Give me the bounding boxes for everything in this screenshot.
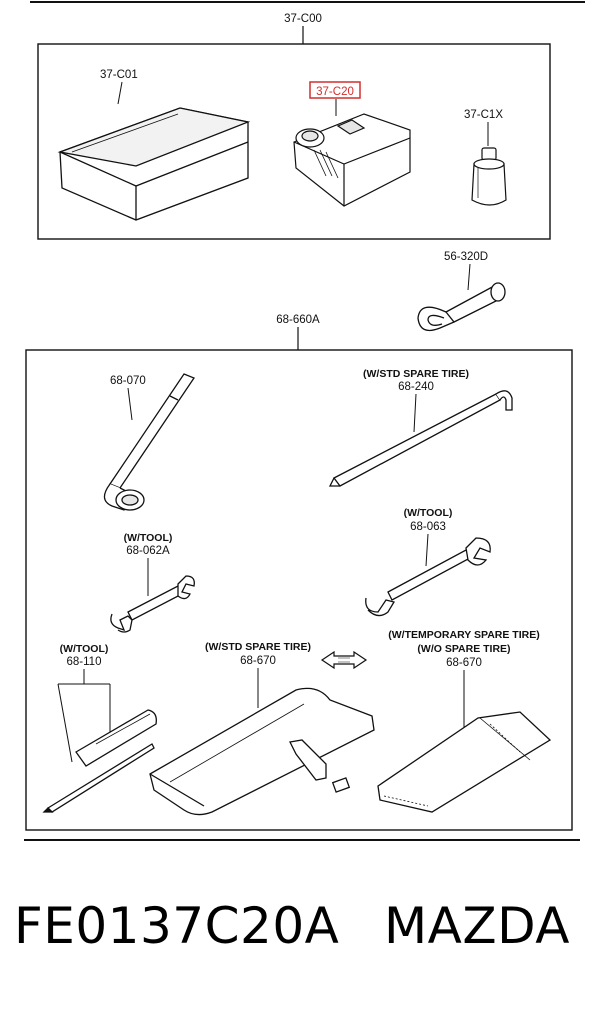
storage-box [57,107,251,221]
lug-wrench-leader [127,387,133,421]
lug-wrench [103,373,195,511]
hook-leader [467,263,471,291]
towing-hook [417,282,506,332]
kit-frame [37,43,551,240]
wrench-large-leader [425,533,429,567]
jack-handle-leader [413,393,417,433]
tool-bag-standard [149,687,375,816]
hook-label: 56-320D [444,251,488,263]
repair-kit-highlight-box [309,81,361,99]
box-leader [117,81,123,105]
bag-std-label: 68-670 [240,655,276,667]
jack-handle [328,390,513,487]
screwdriver [42,709,157,813]
wrench-small-note: (W/TOOL) [124,532,173,544]
bag-temp-note-2: (W/O SPARE TIRE) [417,643,510,655]
sealant-bottle [471,147,507,206]
large-wrench [365,537,491,617]
screwdriver-label: 68-110 [67,656,102,668]
wrench-large-label: 68-063 [410,521,446,533]
screwdriver-note: (W/TOOL) [60,643,109,655]
bag-temp-note-1: (W/TEMPORARY SPARE TIRE) [388,629,539,641]
box-label: 37-C01 [100,69,138,81]
part-number: FE0137C20A [14,897,340,955]
tool-bag-temporary [377,711,552,813]
bag-std-note: (W/STD SPARE TIRE) [205,641,311,653]
tool-set-label: 68-660A [276,314,320,326]
repair-kit [293,113,411,207]
jack-handle-note: (W/STD SPARE TIRE) [363,368,469,380]
wrench-small-label: 68-062A [126,545,170,557]
kit-label: 37-C00 [284,13,322,25]
interchange-arrow-icon [320,650,368,670]
lug-wrench-label: 68-070 [110,375,146,387]
repair-kit-label: 37-C20 [316,86,354,98]
bag-temp-label: 68-670 [446,657,482,669]
brand-name: MAZDA [384,897,570,955]
jack-handle-label: 68-240 [398,381,434,393]
bottle-label: 37-C1X [464,109,503,121]
small-wrench [110,575,195,633]
wrench-large-note: (W/TOOL) [404,507,453,519]
tool-set-frame [25,349,573,831]
screwdriver-leader-a [57,683,73,763]
